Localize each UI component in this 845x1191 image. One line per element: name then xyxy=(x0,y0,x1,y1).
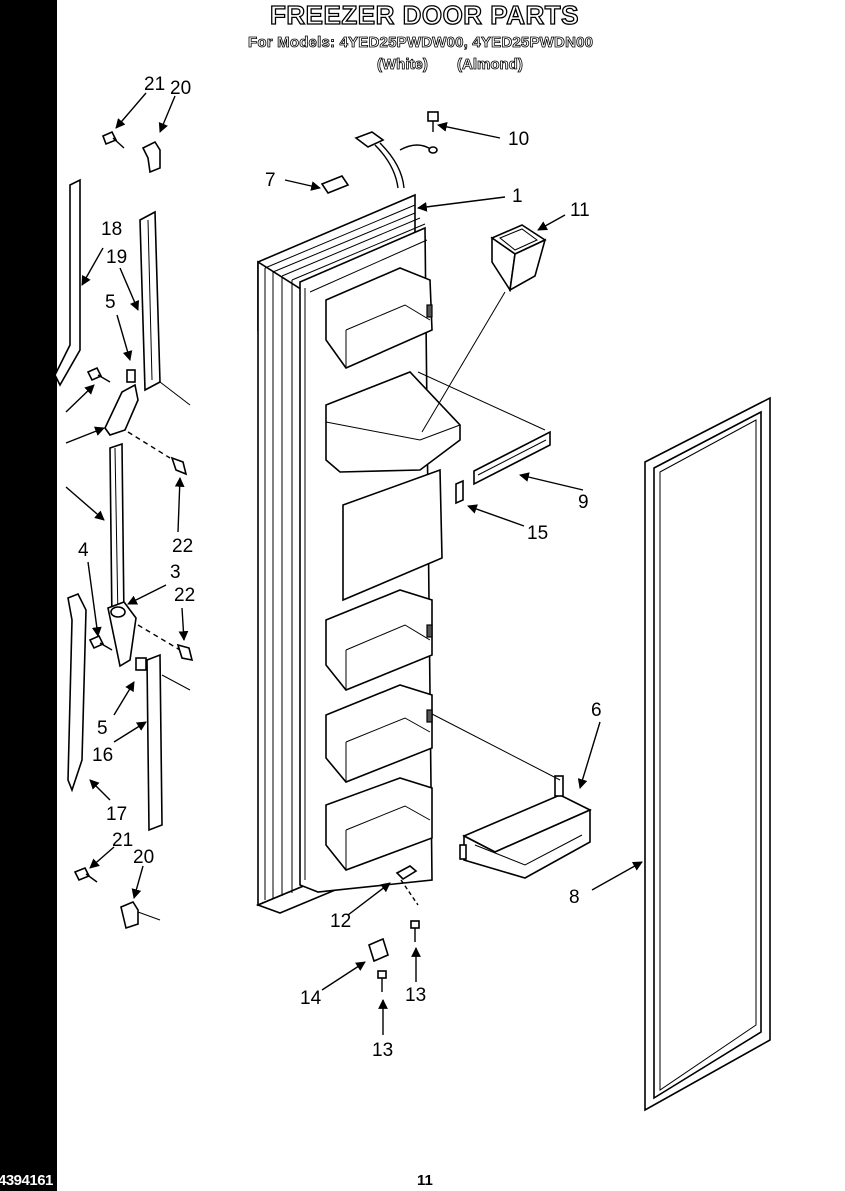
ice-chute-11 xyxy=(490,224,547,293)
callout-2: 2 xyxy=(46,468,57,489)
callout-3b: 3 xyxy=(170,562,181,583)
callout-17: 17 xyxy=(106,804,127,825)
callout-13b: 13 xyxy=(372,1040,393,1061)
door-gasket-8 xyxy=(644,396,771,1112)
callout-4b: 4 xyxy=(78,540,89,561)
callout-5b: 5 xyxy=(97,718,108,739)
callout-13: 13 xyxy=(405,985,426,1006)
callout-11: 11 xyxy=(570,200,590,221)
page-title: FREEZER DOOR PARTS xyxy=(269,0,579,31)
callout-14: 14 xyxy=(300,988,322,1009)
callout-4: 4 xyxy=(46,412,57,433)
label-7 xyxy=(320,175,350,194)
hinge-bushing-12 xyxy=(395,865,418,881)
callout-18: 18 xyxy=(101,219,122,240)
callout-10: 10 xyxy=(508,129,529,150)
callout-8: 8 xyxy=(569,887,580,908)
callout-21b: 21 xyxy=(112,830,133,851)
callout-15: 15 xyxy=(527,523,548,544)
callout-labels: 21 20 10 7 1 11 18 19 5 4 3 2 22 4 3 22 … xyxy=(46,74,602,1061)
variant-white: (White) xyxy=(377,56,429,74)
wire-harness xyxy=(354,131,438,189)
binding-strip xyxy=(0,0,57,1191)
callout-19: 19 xyxy=(106,247,127,268)
leader-arrows xyxy=(65,92,643,1035)
variant-almond: (Almond) xyxy=(457,56,524,74)
hinge-14 xyxy=(368,937,389,963)
page-number: 11 xyxy=(417,1172,433,1189)
callout-7: 7 xyxy=(265,170,276,191)
callout-22b: 22 xyxy=(174,585,195,606)
callout-3: 3 xyxy=(46,439,57,460)
model-numbers: For Models: 4YED25PWDW00, 4YED25PWDN00 xyxy=(248,34,594,52)
callout-22: 22 xyxy=(172,536,193,557)
screw-13b xyxy=(377,970,387,992)
screw-13a xyxy=(410,920,420,942)
callout-20b: 20 xyxy=(133,847,154,868)
clip-15 xyxy=(455,479,464,505)
callout-5: 5 xyxy=(105,292,116,313)
hinge-assembly-left xyxy=(54,130,194,930)
callout-12: 12 xyxy=(330,911,351,932)
document-number: 4394161 xyxy=(0,1172,53,1189)
door-bin-6 xyxy=(459,775,592,879)
trim-strip-9 xyxy=(473,430,551,486)
callout-9: 9 xyxy=(578,492,589,513)
screw-10 xyxy=(427,111,439,132)
door-liner xyxy=(299,226,461,893)
callout-21: 21 xyxy=(144,74,165,95)
callout-6: 6 xyxy=(591,700,602,721)
callout-20: 20 xyxy=(170,78,191,99)
callout-1: 1 xyxy=(512,186,523,207)
callout-16: 16 xyxy=(92,745,113,766)
